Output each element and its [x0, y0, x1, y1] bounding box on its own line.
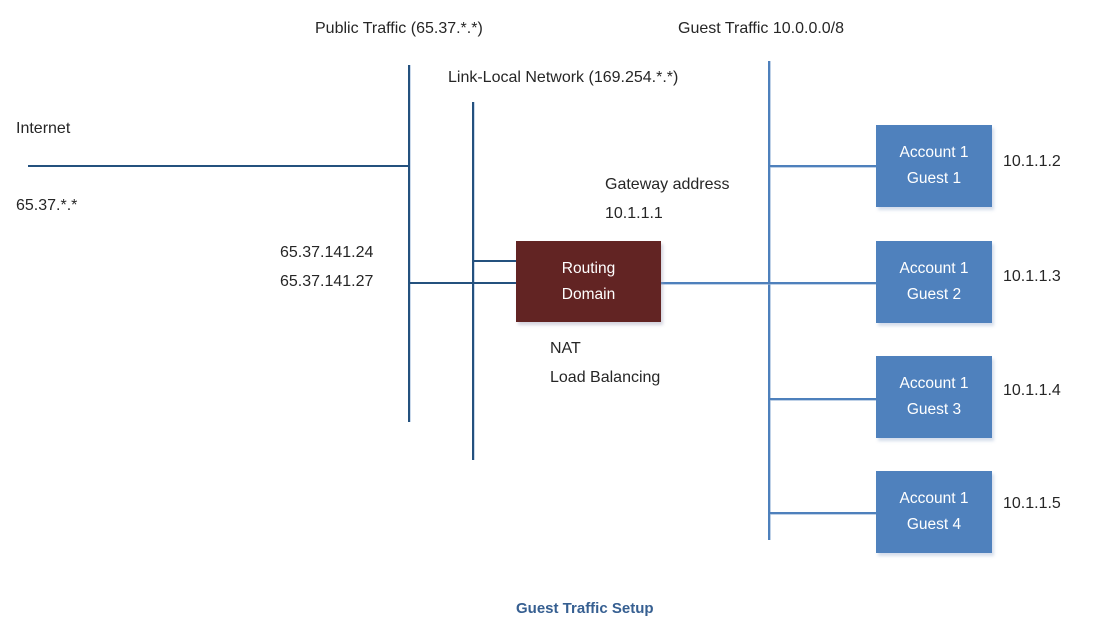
guest-4-node: Account 1 Guest 4: [876, 471, 992, 553]
guest-network-line: [768, 61, 770, 540]
nat-ip-2-label: 65.37.141.27: [280, 273, 374, 290]
link-local-label: Link-Local Network (169.254.*.*): [448, 69, 679, 86]
guest-traffic-label: Guest Traffic 10.0.0.0/8: [678, 20, 845, 37]
guest-2-account: Account 1: [899, 260, 969, 277]
guest1-connector: [770, 165, 876, 167]
gateway-label: Gateway address 10.1.1.1: [605, 170, 730, 228]
guest-4-name: Guest 4: [906, 516, 962, 533]
routing-domain-node: Routing Domain: [516, 241, 661, 322]
guest-2-name: Guest 2: [906, 286, 962, 303]
guest-3-name: Guest 3: [906, 401, 962, 418]
nat-label: NAT: [550, 340, 581, 357]
figure-caption: Guest Traffic Setup: [516, 600, 654, 617]
gateway-label-line2: 10.1.1.1: [605, 205, 663, 222]
guest-1-ip-label: 10.1.1.2: [1003, 153, 1061, 170]
public-to-routing-connector: [409, 282, 516, 284]
guest-4-ip-label: 10.1.1.5: [1003, 495, 1061, 512]
linklocal-to-routing-connector: [474, 260, 516, 262]
guest-1-account: Account 1: [899, 144, 969, 161]
internet-label: Internet: [16, 120, 71, 137]
nat-ip-1-label: 65.37.141.24: [280, 244, 374, 261]
routing-domain-line2: Domain: [561, 285, 616, 303]
guest3-connector: [770, 398, 876, 400]
guest-3-node: Account 1 Guest 3: [876, 356, 992, 438]
internet-line: [28, 165, 409, 167]
routing-domain-line1: Routing: [561, 259, 616, 277]
guest-1-name: Guest 1: [906, 170, 962, 187]
public-network-line: [408, 65, 410, 422]
gateway-label-line1: Gateway address: [605, 176, 730, 193]
guest-2-ip-label: 10.1.1.3: [1003, 268, 1061, 285]
guest4-connector: [770, 512, 876, 514]
load-balancing-label: Load Balancing: [550, 369, 661, 386]
guest-4-account: Account 1: [899, 490, 969, 507]
internet-ip-label: 65.37.*.*: [16, 197, 78, 214]
public-traffic-label: Public Traffic (65.37.*.*): [315, 20, 483, 37]
routing-to-guest2-connector: [661, 282, 876, 284]
guest-1-node: Account 1 Guest 1: [876, 125, 992, 207]
guest-2-node: Account 1 Guest 2: [876, 241, 992, 323]
guest-3-account: Account 1: [899, 375, 969, 392]
link-local-network-line: [472, 102, 474, 460]
guest-3-ip-label: 10.1.1.4: [1003, 382, 1061, 399]
